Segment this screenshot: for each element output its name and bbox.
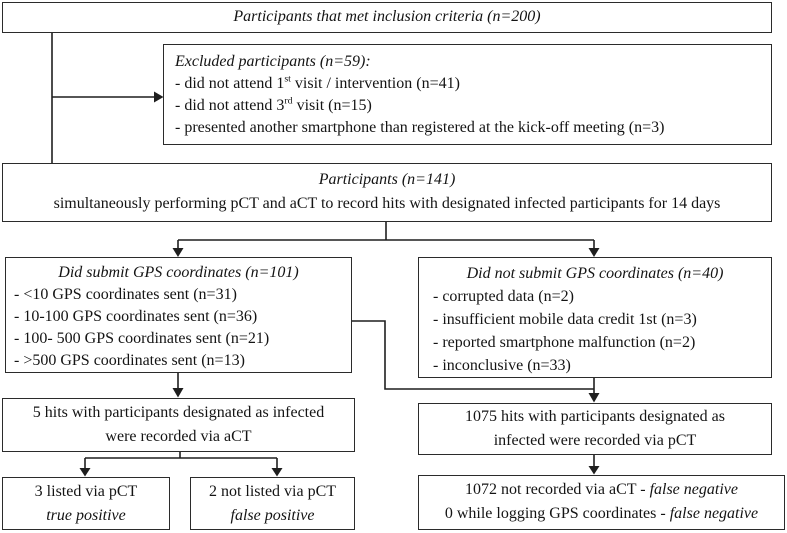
arrow-gps-none-to-pct-hits xyxy=(588,378,600,403)
inclusion-criteria-box: Participants that met inclusion criteria… xyxy=(2,2,772,33)
gps-submitted-item: - >500 GPS coordinates sent (n=13) xyxy=(14,352,245,369)
gps-submitted-item: - 10-100 GPS coordinates sent (n=36) xyxy=(14,308,258,325)
excluded-title: Excluded participants (n=59): xyxy=(175,53,371,70)
pct-hits-line1: 1075 hits with participants designated a… xyxy=(465,408,725,425)
pct-hits-box: 1075 hits with participants designated a… xyxy=(418,403,772,455)
act-hits-line2: were recorded via aCT xyxy=(105,428,252,445)
ordinal-suffix: rd xyxy=(284,95,293,107)
gps-not-submitted-item: - corrupted data (n=2) xyxy=(433,288,574,305)
gps-submitted-box: Did submit GPS coordinates (n=101) - <10… xyxy=(5,257,352,373)
true-positive-box: 3 listed via pCT true positive xyxy=(2,477,170,530)
elbow-gps-submit-to-pct-hits xyxy=(352,320,594,390)
arrow-pct-hits-to-false-negative xyxy=(588,455,600,475)
excluded-item: - did not attend 1st visit / interventio… xyxy=(175,73,460,92)
branch-participants-to-gps xyxy=(172,222,600,257)
gps-not-submitted-item: - reported smartphone malfunction (n=2) xyxy=(433,334,696,351)
arrow-gps-submit-to-act-hits xyxy=(172,373,184,398)
gps-not-submitted-title: Did not submit GPS coordinates (n=40) xyxy=(466,265,724,282)
true-positive-line2: true positive xyxy=(46,507,126,524)
act-hits-box: 5 hits with participants designated as i… xyxy=(2,398,355,452)
participants-box: Participants (n=141) simultaneously perf… xyxy=(2,163,772,222)
ordinal-suffix: st xyxy=(284,73,291,85)
arrow-to-excluded xyxy=(52,91,164,103)
gps-submitted-title: Did submit GPS coordinates (n=101) xyxy=(58,264,299,281)
excluded-item: - did not attend 3rd visit (n=15) xyxy=(175,95,372,114)
gps-submitted-item: - 100- 500 GPS coordinates sent (n=21) xyxy=(14,330,270,347)
false-negative-line2: 0 while logging GPS coordinates - false … xyxy=(444,505,759,522)
inclusion-criteria-title: Participants that met inclusion criteria… xyxy=(233,8,541,25)
act-hits-line1: 5 hits with participants designated as i… xyxy=(32,404,325,421)
gps-not-submitted-box: Did not submit GPS coordinates (n=40) - … xyxy=(418,257,772,378)
pct-hits-line2: infected were recorded via pCT xyxy=(493,432,697,449)
participants-title: Participants (n=141) xyxy=(318,171,456,188)
false-positive-line1: 2 not listed via pCT xyxy=(208,483,337,500)
false-positive-box: 2 not listed via pCT false positive xyxy=(190,477,355,530)
branch-act-hits-to-results xyxy=(79,452,283,477)
true-positive-line1: 3 listed via pCT xyxy=(34,483,138,500)
participants-subtitle: simultaneously performing pCT and aCT to… xyxy=(53,195,721,212)
gps-submitted-item: - <10 GPS coordinates sent (n=31) xyxy=(14,286,237,303)
false-negative-box: 1072 not recorded via aCT - false negati… xyxy=(418,475,785,530)
gps-not-submitted-item: - insufficient mobile data credit 1st (n… xyxy=(433,311,697,328)
gps-not-submitted-item: - inconclusive (n=33) xyxy=(433,357,571,374)
excluded-participants-box: Excluded participants (n=59): - did not … xyxy=(163,44,772,145)
false-negative-line1: 1072 not recorded via aCT - false negati… xyxy=(465,481,738,498)
excluded-item: - presented another smartphone than regi… xyxy=(175,119,665,136)
false-positive-line2: false positive xyxy=(230,507,315,524)
